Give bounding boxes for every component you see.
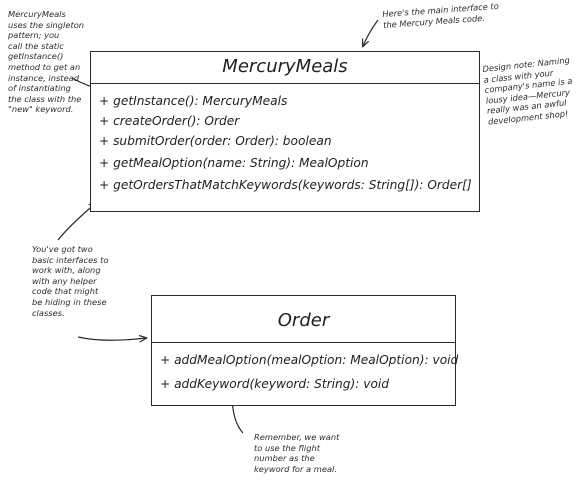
note-line: pattern; you	[8, 30, 60, 41]
basic-to-order-arrow	[77, 337, 146, 340]
note-line: uses the singleton	[8, 19, 85, 30]
note-line: instance, instead	[8, 72, 80, 83]
method-submit-order: + submitOrder(order: Order): boolean	[99, 134, 332, 148]
note-line: keyword for a meal.	[254, 463, 337, 474]
mercury-meals-class-name: MercuryMeals	[91, 52, 479, 84]
note-line: code that might	[32, 286, 99, 297]
mercury-meals-class-box: MercuryMeals + getInstance(): MercuryMea…	[90, 51, 480, 212]
note-line: to use the flight	[254, 442, 320, 453]
note-line: number as the	[254, 453, 315, 464]
method-create-order: + createOrder(): Order	[99, 114, 240, 128]
method-add-keyword: + addKeyword(keyword: String): void	[160, 377, 390, 391]
note-line: be hiding in these	[32, 296, 107, 307]
naming-design-note: Design note: Naming a class with your co…	[482, 54, 576, 127]
note-line: call the static	[8, 40, 64, 51]
method-add-meal-option: + addMealOption(mealOption: MealOption):…	[160, 353, 459, 367]
note-line: getInstance()	[8, 51, 64, 62]
note-line: MercuryMeals	[8, 9, 66, 19]
singleton-note: MercuryMeals uses the singleton pattern;…	[8, 9, 92, 115]
method-get-meal-option: + getMealOption(name: String): MealOptio…	[99, 156, 369, 170]
order-class-box: Order + addMealOption(mealOption: MealOp…	[151, 295, 459, 406]
interface-arrow	[363, 19, 379, 46]
order-class-name: Order	[152, 296, 455, 343]
note-line: the class with the	[8, 93, 82, 104]
note-line: work with, along	[32, 265, 101, 276]
note-line: with any helper	[32, 275, 97, 286]
note-line: method to get an	[8, 61, 81, 72]
note-line: You've got two	[32, 244, 93, 254]
note-line: of instantiating	[8, 83, 71, 94]
method-get-instance: + getInstance(): MercuryMeals	[99, 94, 288, 108]
method-get-orders-by-keywords: + getOrdersThatMatchKeywords(keywords: S…	[99, 178, 472, 192]
note-line: "new" keyword.	[8, 104, 74, 115]
note-line: classes.	[32, 307, 65, 318]
flight-number-note: Remember, we want to use the flight numb…	[254, 432, 350, 474]
note-line: basic interfaces to	[32, 254, 109, 265]
note-line: Remember, we want	[254, 432, 340, 442]
basic-interfaces-note: You've got two basic interfaces to work …	[32, 244, 128, 318]
